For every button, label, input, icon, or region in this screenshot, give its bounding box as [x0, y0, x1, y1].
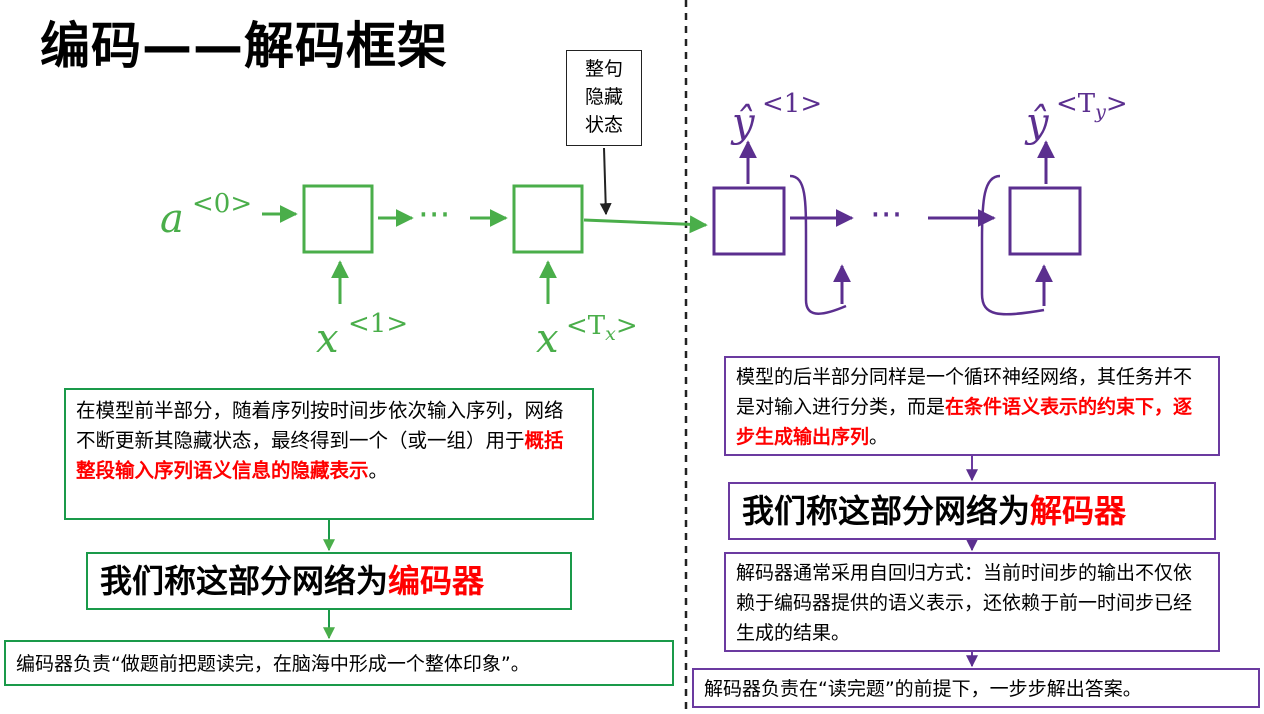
decoder-cell-1: [712, 186, 786, 256]
enc-desc-end: 。: [368, 459, 389, 482]
dec-name-highlight: 解码器: [1030, 492, 1127, 530]
a0-sup: <0>: [192, 189, 252, 219]
dec-name-prefix: 我们称这部分网络为: [742, 492, 1031, 530]
state-line-3: 状态: [584, 114, 623, 136]
enc-name-prefix: 我们称这部分网络为: [100, 562, 389, 600]
enc-dots: ···: [418, 195, 450, 235]
y1-label: ŷ: [730, 100, 756, 146]
decoder-description: 模型的后半部分同样是一个循环神经网络，其任务并不是对输入进行分类，而是在条件语义…: [724, 356, 1220, 456]
a0-label: a: [160, 196, 184, 242]
dec-desc-end: 。: [869, 426, 889, 448]
dec-desc-highlight: 在条件语义表示的约束下，逐步生成输出序列: [736, 396, 1193, 448]
state-line-2: 隐藏: [584, 86, 623, 108]
feedback-loop-1: [789, 174, 847, 315]
yT-label: ŷ: [1024, 100, 1050, 146]
enc-name-highlight: 编码器: [388, 562, 485, 600]
encoder-name-box: 我们称这部分网络为编码器: [86, 552, 572, 610]
hidden-state-callout: 整句 隐藏 状态: [566, 50, 642, 146]
x1-label: x: [316, 316, 339, 362]
encoder-cell-T: [512, 184, 584, 254]
context-arrow: [583, 215, 708, 234]
decoder-role: 解码器负责在“读完题”的前提下，一步步解出答案。: [692, 668, 1260, 708]
x1-sup: <1>: [348, 309, 408, 339]
decoder-mode: 解码器通常采用自回归方式：当前时间步的输出不仅依赖于编码器提供的语义表示，还依赖…: [724, 552, 1220, 652]
xT-label: x: [536, 316, 559, 362]
encoder-cell-1: [302, 184, 374, 254]
state-pointer: [599, 147, 612, 216]
dec-dots: ···: [870, 195, 902, 235]
y1-sup: <1>: [762, 89, 822, 119]
encoder-role: 编码器负责“做题前把题读完，在脑海中形成一个整体印象”。: [4, 640, 674, 686]
dec-desc-text: 模型的后半部分同样是一个循环神经网络，其任务并不是对输入进行分类，而是: [736, 366, 1193, 418]
xT-sup: <Tx>: [566, 311, 638, 345]
enc-desc-text: 在模型前半部分，随着序列按时间步依次输入序列，网络不断更新其隐藏状态，最终得到一…: [76, 399, 564, 452]
feedback-loop-T: [980, 174, 1045, 316]
yT-sup: <Ty>: [1056, 89, 1128, 123]
enc-desc-highlight: 概括整段输入序列语义信息的隐藏表示: [76, 429, 564, 482]
decoder-name-box: 我们称这部分网络为解码器: [728, 482, 1216, 540]
state-line-1: 整句: [584, 58, 623, 80]
encoder-description: 在模型前半部分，随着序列按时间步依次输入序列，网络不断更新其隐藏状态，最终得到一…: [64, 388, 594, 520]
decoder-cell-T: [1008, 186, 1082, 256]
page-title: 编码——解码框架: [40, 17, 448, 75]
